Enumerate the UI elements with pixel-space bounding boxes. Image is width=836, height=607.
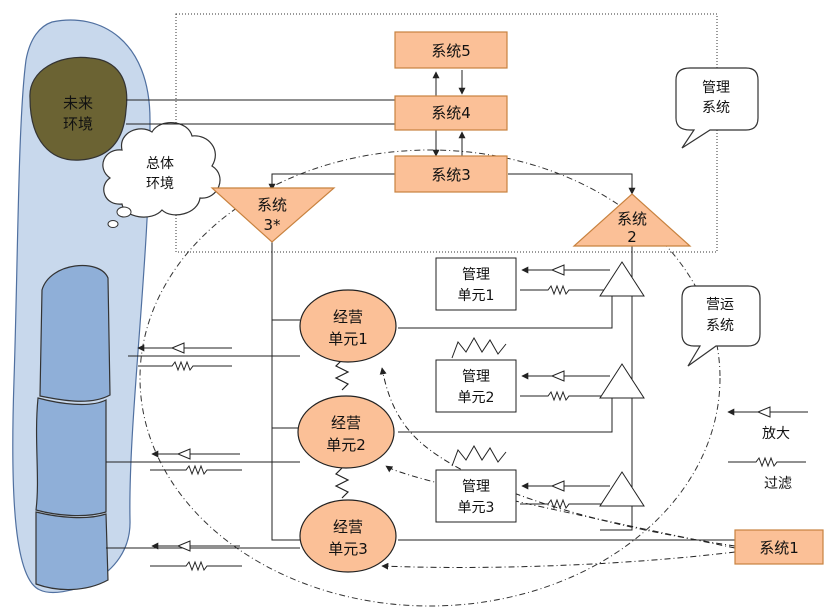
management-unit-3-label-1: 管理 [462, 479, 490, 495]
operation-unit-2-label-2: 单元2 [326, 436, 366, 454]
connections [106, 70, 735, 550]
system1-box[interactable] [734, 529, 824, 565]
operation-unit-1[interactable] [299, 289, 397, 363]
system5-label: 系统5 [431, 42, 471, 60]
legend-filter-icon [728, 456, 806, 468]
system2-label-2: 2 [627, 228, 637, 246]
operation-unit-3[interactable] [299, 499, 397, 573]
system5-box[interactable] [394, 31, 508, 69]
unit-amplifiers [599, 261, 645, 507]
management-unit-2-label-1: 管理 [462, 369, 490, 385]
management-unit-1-label-1: 管理 [462, 267, 490, 283]
environment-block-3 [35, 511, 109, 591]
system3-star-triangle[interactable] [210, 187, 336, 243]
operation-unit-2[interactable] [297, 395, 395, 469]
system2-triangle[interactable] [572, 193, 692, 247]
management-system-callout [675, 67, 759, 149]
future-env-label-2: 环境 [63, 115, 93, 133]
cloud-bubble-1 [116, 206, 132, 218]
filter-lines [138, 284, 605, 572]
management-system-label-1: 管理 [702, 80, 730, 96]
environment-block-1 [39, 265, 111, 402]
management-unit-3-box[interactable] [435, 469, 517, 523]
total-env-label-1: 总体 [146, 156, 174, 172]
legend-amplify-label: 放大 [762, 426, 790, 442]
operation-unit-1-label-2: 单元1 [328, 330, 368, 348]
operation-unit-2-label-1: 经营 [331, 414, 361, 432]
system3-star-label-2: 3* [263, 216, 281, 234]
management-unit-2-label-2: 单元2 [458, 390, 495, 406]
system2-label-1: 系统 [617, 210, 647, 228]
management-unit-3-label-2: 单元3 [458, 500, 495, 516]
operations-system-label-2: 系统 [706, 318, 734, 334]
system3-box[interactable] [394, 155, 508, 193]
amplifier-marks [170, 264, 565, 552]
operations-system-label-1: 营运 [706, 297, 734, 313]
future-environment-blob [29, 56, 128, 161]
cloud-bubble-2 [107, 220, 119, 228]
unit-crowns [451, 336, 507, 467]
management-unit-1-label-2: 单元1 [458, 288, 495, 304]
legend-amplify-icon [756, 406, 771, 418]
system1-label: 系统1 [759, 539, 799, 557]
system4-label: 系统4 [431, 104, 471, 122]
legend-filter-label: 过滤 [764, 476, 792, 492]
total-env-label-2: 环境 [146, 176, 174, 192]
management-system-label-2: 系统 [702, 100, 730, 116]
system1-links [379, 367, 736, 570]
management-unit-1-box[interactable] [435, 257, 517, 311]
operation-unit-1-label-1: 经营 [333, 308, 363, 326]
operation-unit-3-label-1: 经营 [333, 518, 363, 536]
future-env-label-1: 未来 [63, 94, 93, 112]
environment: 未来 环境 [12, 19, 151, 594]
unit-springs [334, 359, 350, 499]
legend: 放大 过滤 [727, 406, 808, 492]
operations-system-boundary [139, 149, 721, 607]
system3-star-label-1: 系统 [257, 196, 287, 214]
environment-block-2 [35, 397, 107, 517]
management-system-boundary [175, 13, 718, 253]
system3-label: 系统3 [431, 166, 471, 184]
operations-system-callout [681, 285, 761, 367]
management-unit-2-box[interactable] [435, 359, 517, 413]
system4-box[interactable] [394, 95, 508, 131]
operation-unit-3-label-2: 单元3 [328, 540, 368, 558]
